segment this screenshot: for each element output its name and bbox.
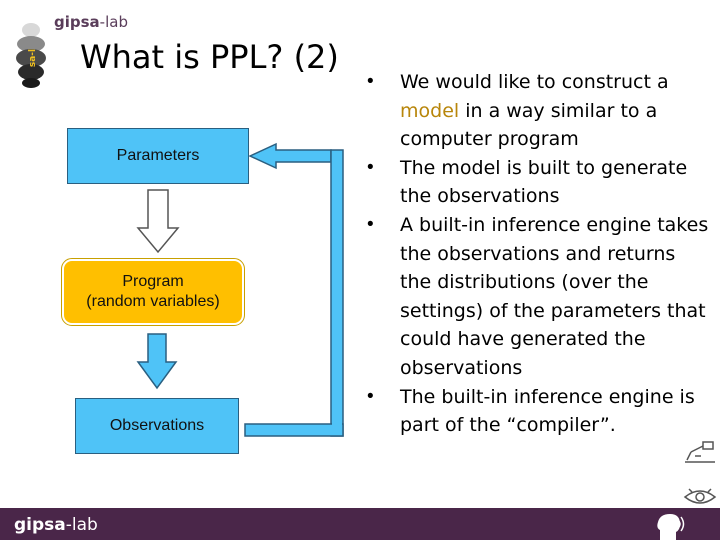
feedback-vertical-bar [330,149,344,437]
header-logo-light: -lab [99,13,128,31]
feedback-arrow [244,138,336,430]
parameters-box: Parameters [67,128,249,184]
observations-label: Observations [109,417,205,434]
robot-arm-icon [685,441,715,463]
eye-icon [683,488,717,504]
bullet-item: The built-in inference engine is part of… [360,383,710,440]
parameters-label: Parameters [116,147,200,164]
footer-bar [0,508,720,540]
bullet-list: We would like to construct a model in a … [360,68,710,440]
footer-logo-light: -lab [65,515,98,535]
program-sublabel: (random variables) [86,293,220,310]
program-label: Program [122,273,184,290]
program-box: Program (random variables) [61,258,245,326]
footer-logo-bold: gipsa [14,515,66,535]
left-arrow-parameters [248,142,332,170]
bullet-item: We would like to construct a model in a … [360,68,710,154]
svg-text:sa-l: sa-l [28,49,38,67]
footer-logo-text: gipsa-lab [14,515,98,535]
highlighted-word: model [400,99,460,122]
header-logo-text: gipsa-lab [54,13,128,31]
bullet-item: A built-in inference engine takes the ob… [360,211,710,383]
feedback-bottom-bar [244,423,344,437]
gipsa-logo-icon: sa-l [16,23,46,88]
filled-down-arrow [136,333,178,390]
slide-title: What is PPL? (2) [80,38,339,76]
header-logo-bold: gipsa [54,13,100,31]
bullet-item: The model is built to generate the obser… [360,154,710,211]
head-profile-icon [657,514,685,540]
hollow-down-arrow [136,189,180,254]
observations-box: Observations [75,398,239,454]
